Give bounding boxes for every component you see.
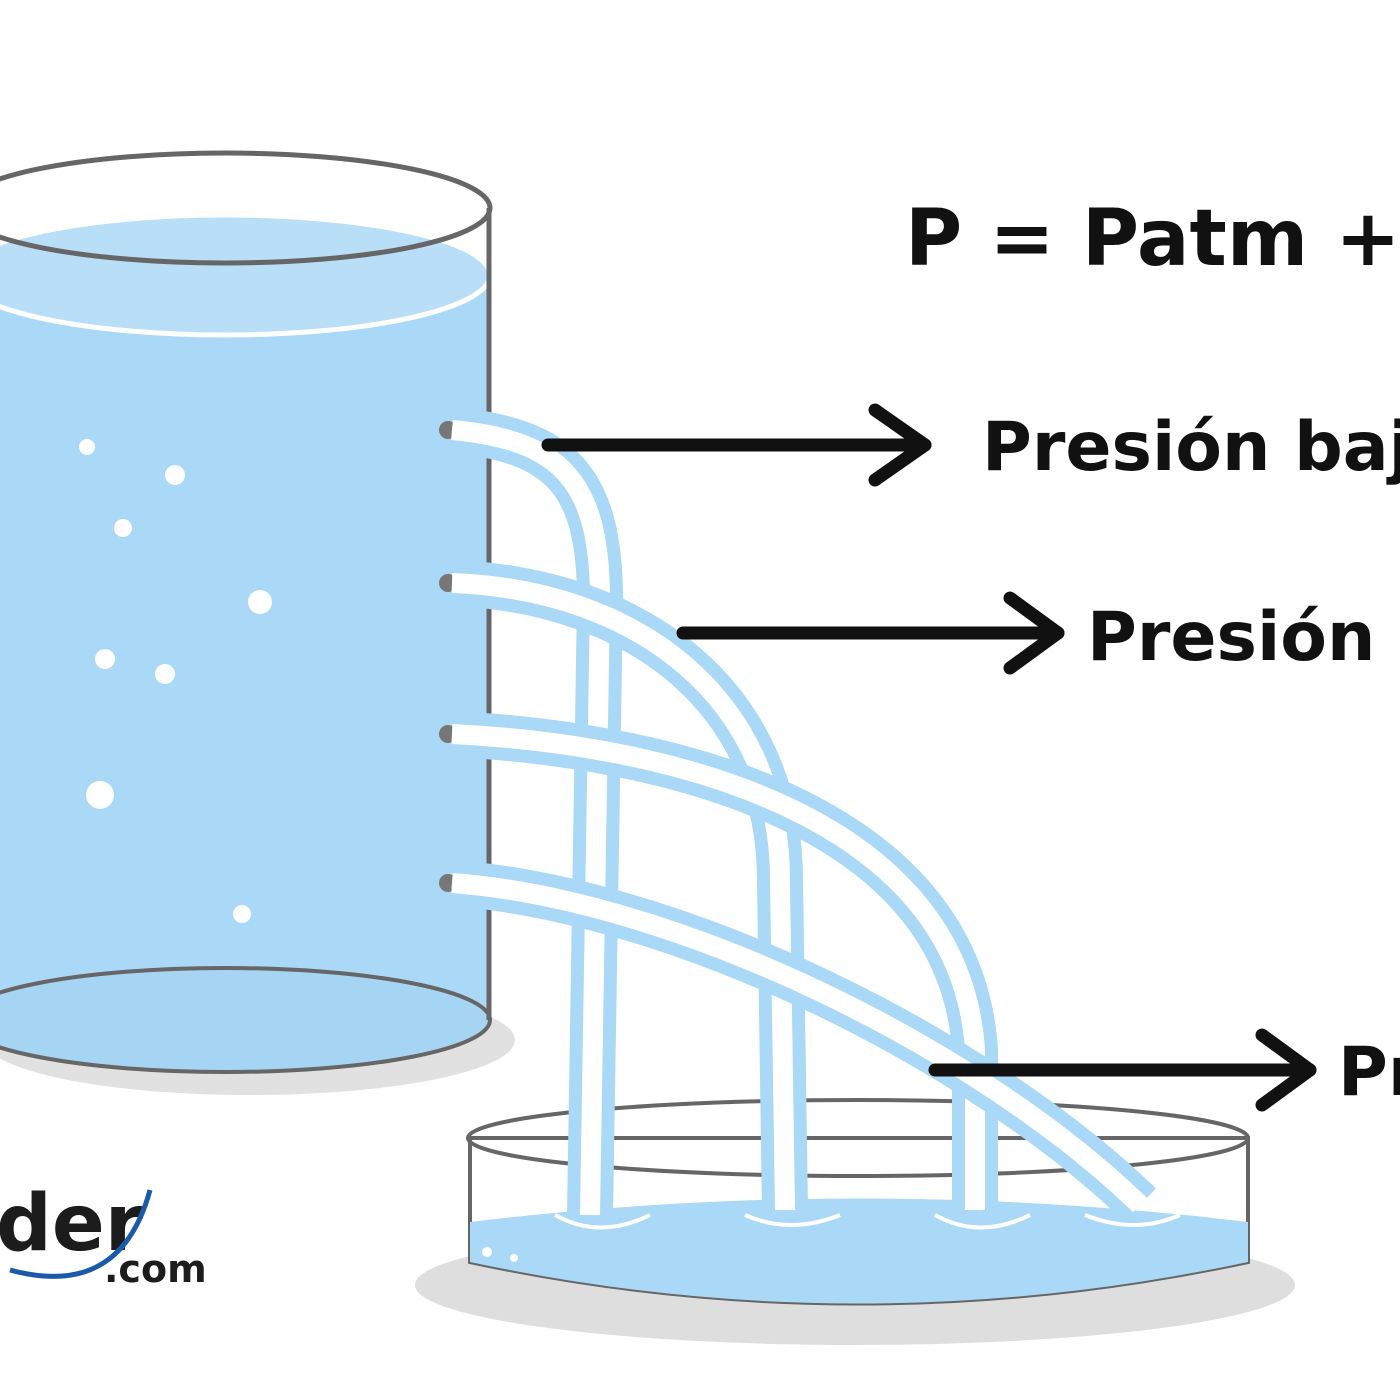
jet-bottom <box>450 860 1156 1222</box>
label-bottom: Pr <box>1338 1033 1400 1112</box>
logo-suffix: .com <box>104 1247 207 1291</box>
basin-bubble <box>482 1247 492 1257</box>
bubble <box>233 905 251 923</box>
arrow-top <box>541 403 932 487</box>
label-top: Presión baj <box>982 408 1400 487</box>
jet-lower-middle <box>450 711 998 1210</box>
bubble <box>248 590 272 614</box>
bubbles <box>79 439 272 923</box>
arrow-bottom <box>928 1028 1317 1112</box>
bubble <box>155 664 175 684</box>
bubble <box>79 439 95 455</box>
tank-water <box>0 270 490 1065</box>
basin-rim <box>466 1098 1250 1178</box>
label-middle: Presión m <box>1087 598 1400 677</box>
splashes <box>554 1213 1181 1230</box>
formula: P = Patm + ρ <box>905 194 1400 284</box>
logo-wordmark: der <box>0 1179 144 1269</box>
bubble <box>165 465 185 485</box>
arrow-middle <box>676 591 1065 675</box>
water-tank <box>0 150 493 1074</box>
site-logo: der .com <box>0 1179 207 1291</box>
water-surface <box>0 212 493 338</box>
tank-bottom-ellipse <box>0 966 492 1074</box>
bubble <box>86 781 114 809</box>
logo-swoosh <box>9 1189 153 1279</box>
basin-water <box>470 1198 1248 1304</box>
basin <box>466 1098 1250 1306</box>
bubble <box>95 649 115 669</box>
water-jets <box>449 407 1181 1230</box>
basin-bubble <box>510 1254 518 1262</box>
bubble <box>114 519 132 537</box>
jet-top <box>449 407 624 1216</box>
arrows <box>541 403 1317 1112</box>
